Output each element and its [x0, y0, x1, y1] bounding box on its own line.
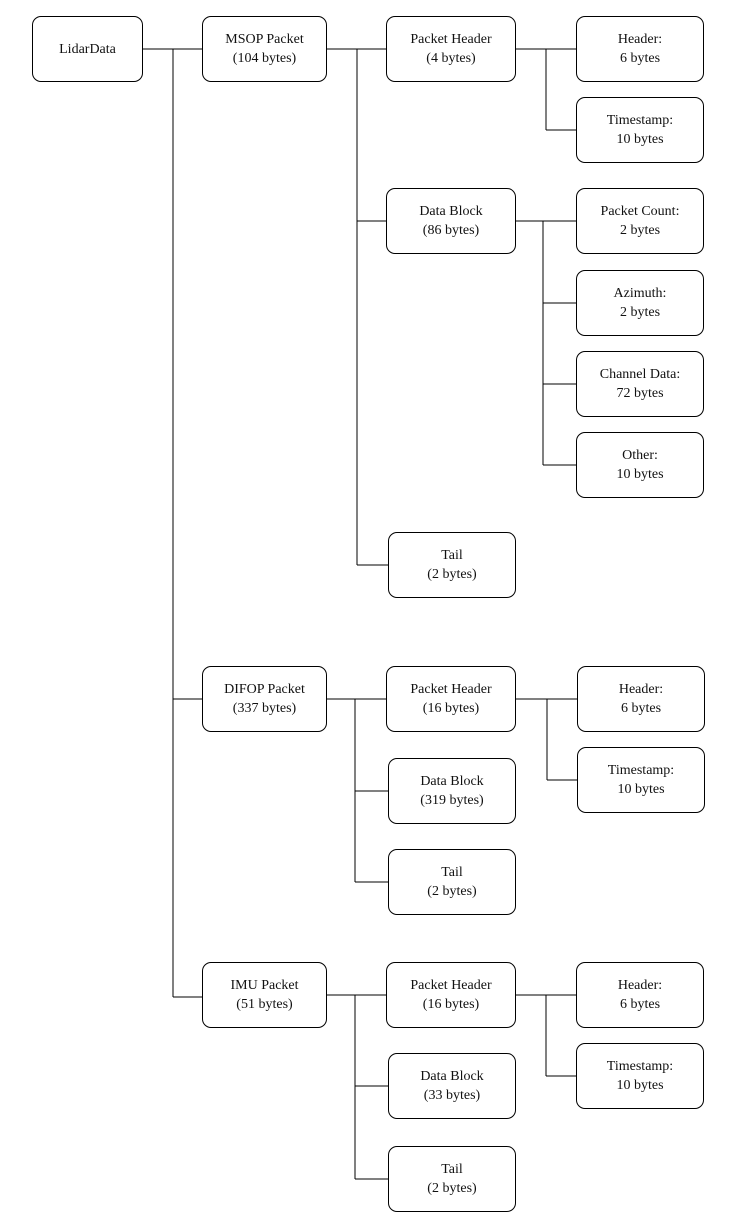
- node-difop-header-field: Header: 6 bytes: [577, 666, 705, 732]
- node-size: (319 bytes): [420, 793, 484, 808]
- node-label: Channel Data:: [599, 367, 681, 382]
- node-msop-packet-count-field: Packet Count: 2 bytes: [576, 188, 704, 254]
- node-size: (2 bytes): [427, 884, 477, 899]
- node-label: Timestamp:: [606, 1059, 674, 1074]
- node-label: Data Block: [419, 204, 483, 219]
- node-label: Data Block: [420, 774, 484, 789]
- node-msop-channel-data-field: Channel Data: 72 bytes: [576, 351, 704, 417]
- node-size: 6 bytes: [619, 51, 661, 66]
- node-imu-tail: Tail (2 bytes): [388, 1146, 516, 1212]
- node-label: Packet Header: [410, 978, 492, 993]
- node-label: Timestamp:: [606, 113, 674, 128]
- node-label: Azimuth:: [613, 286, 667, 301]
- node-difop-packet: DIFOP Packet (337 bytes): [202, 666, 327, 732]
- node-size: (104 bytes): [232, 51, 297, 66]
- node-label: DIFOP Packet: [224, 682, 305, 697]
- node-msop-timestamp-field: Timestamp: 10 bytes: [576, 97, 704, 163]
- node-size: 10 bytes: [617, 782, 665, 797]
- node-imu-data-block: Data Block (33 bytes): [388, 1053, 516, 1119]
- node-label: Data Block: [420, 1069, 484, 1084]
- node-label: Tail: [441, 865, 463, 880]
- node-size: (2 bytes): [427, 567, 477, 582]
- node-size: (337 bytes): [232, 701, 297, 716]
- node-label: Tail: [441, 548, 463, 563]
- node-size: (2 bytes): [427, 1181, 477, 1196]
- node-size: 2 bytes: [619, 223, 661, 238]
- node-size: 72 bytes: [616, 386, 664, 401]
- node-label: Packet Count:: [600, 204, 680, 219]
- node-msop-other-field: Other: 10 bytes: [576, 432, 704, 498]
- node-difop-packet-header: Packet Header (16 bytes): [386, 666, 516, 732]
- node-imu-packet-header: Packet Header (16 bytes): [386, 962, 516, 1028]
- node-size: 6 bytes: [620, 701, 662, 716]
- node-msop-packet-header: Packet Header (4 bytes): [386, 16, 516, 82]
- node-size: (16 bytes): [422, 701, 480, 716]
- node-msop-tail: Tail (2 bytes): [388, 532, 516, 598]
- node-msop-data-block: Data Block (86 bytes): [386, 188, 516, 254]
- node-size: (33 bytes): [423, 1088, 481, 1103]
- node-lidardata: LidarData: [32, 16, 143, 82]
- node-size: 6 bytes: [619, 997, 661, 1012]
- node-label: Tail: [441, 1162, 463, 1177]
- node-size: 2 bytes: [619, 305, 661, 320]
- node-size: 10 bytes: [616, 132, 664, 147]
- node-difop-timestamp-field: Timestamp: 10 bytes: [577, 747, 705, 813]
- node-label: Packet Header: [410, 682, 492, 697]
- node-size: (4 bytes): [426, 51, 476, 66]
- node-msop-azimuth-field: Azimuth: 2 bytes: [576, 270, 704, 336]
- node-label: MSOP Packet: [225, 32, 304, 47]
- node-imu-timestamp-field: Timestamp: 10 bytes: [576, 1043, 704, 1109]
- node-imu-header-field: Header: 6 bytes: [576, 962, 704, 1028]
- node-msop-packet: MSOP Packet (104 bytes): [202, 16, 327, 82]
- node-size: (51 bytes): [236, 997, 293, 1012]
- node-difop-data-block: Data Block (319 bytes): [388, 758, 516, 824]
- node-size: (86 bytes): [422, 223, 480, 238]
- node-label: Packet Header: [410, 32, 492, 47]
- node-imu-packet: IMU Packet (51 bytes): [202, 962, 327, 1028]
- node-size: 10 bytes: [616, 1078, 664, 1093]
- node-label: Other:: [622, 448, 658, 463]
- node-label: IMU Packet: [230, 978, 299, 993]
- node-label: Header:: [617, 32, 663, 47]
- node-size: (16 bytes): [422, 997, 480, 1012]
- node-size: 10 bytes: [616, 467, 664, 482]
- node-msop-header-field: Header: 6 bytes: [576, 16, 704, 82]
- node-label: Header:: [617, 978, 663, 993]
- node-difop-tail: Tail (2 bytes): [388, 849, 516, 915]
- node-label: LidarData: [59, 41, 116, 57]
- node-label: Header:: [618, 682, 664, 697]
- node-label: Timestamp:: [607, 763, 675, 778]
